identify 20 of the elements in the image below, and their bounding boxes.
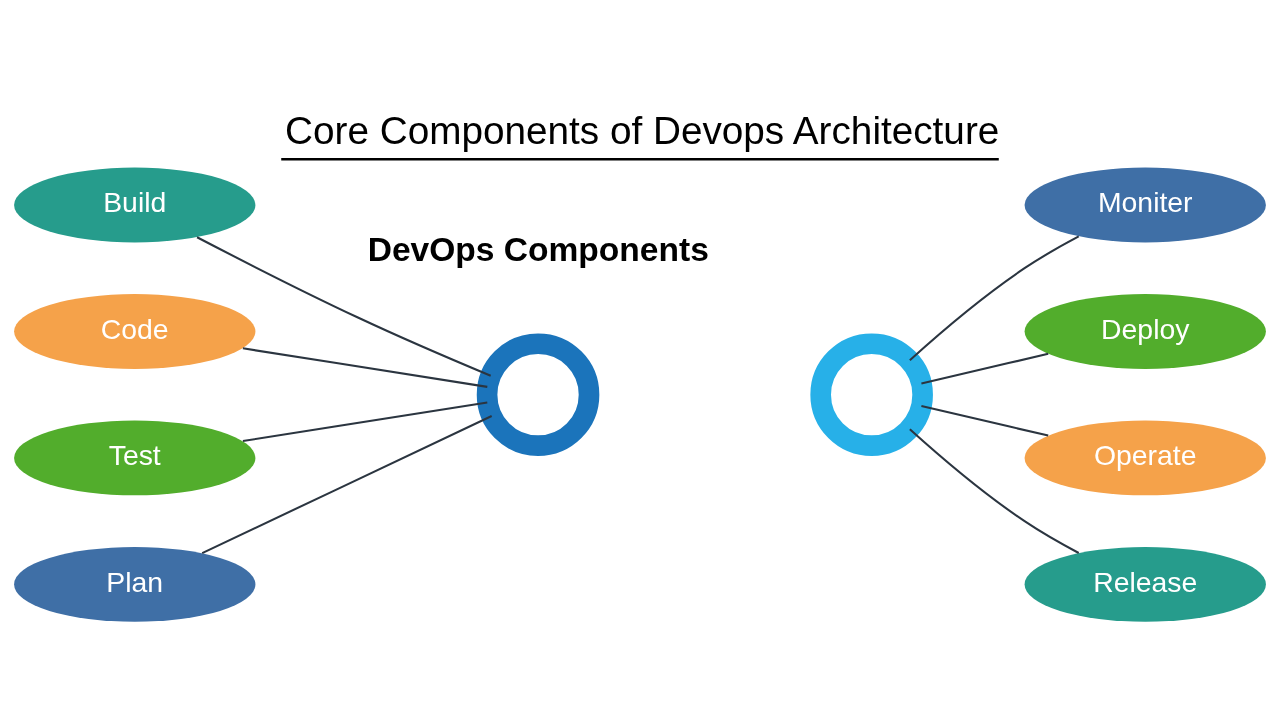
node-gear — [476, 332, 600, 456]
connector — [921, 404, 1049, 437]
connector — [242, 401, 488, 442]
connector — [909, 427, 1080, 554]
label: DevOps Components — [367, 230, 709, 268]
node-ellipse: Test — [14, 420, 256, 495]
connector — [201, 414, 493, 554]
node-ellipse: Release — [1024, 546, 1266, 622]
node-ellipse: Code — [14, 293, 256, 369]
connector — [242, 346, 488, 388]
node-ellipse: Moniter — [1024, 167, 1266, 242]
connector — [921, 352, 1049, 384]
node-ellipse: Deploy — [1024, 293, 1266, 369]
connector — [196, 235, 492, 377]
node-gear — [810, 332, 933, 456]
node-ellipse: Plan — [14, 546, 256, 622]
node-ellipse: Operate — [1024, 420, 1266, 495]
diagram-title: Core Components of Devops Architecture — [285, 108, 1000, 152]
connector — [909, 235, 1080, 361]
node-ellipse: Build — [14, 167, 256, 242]
